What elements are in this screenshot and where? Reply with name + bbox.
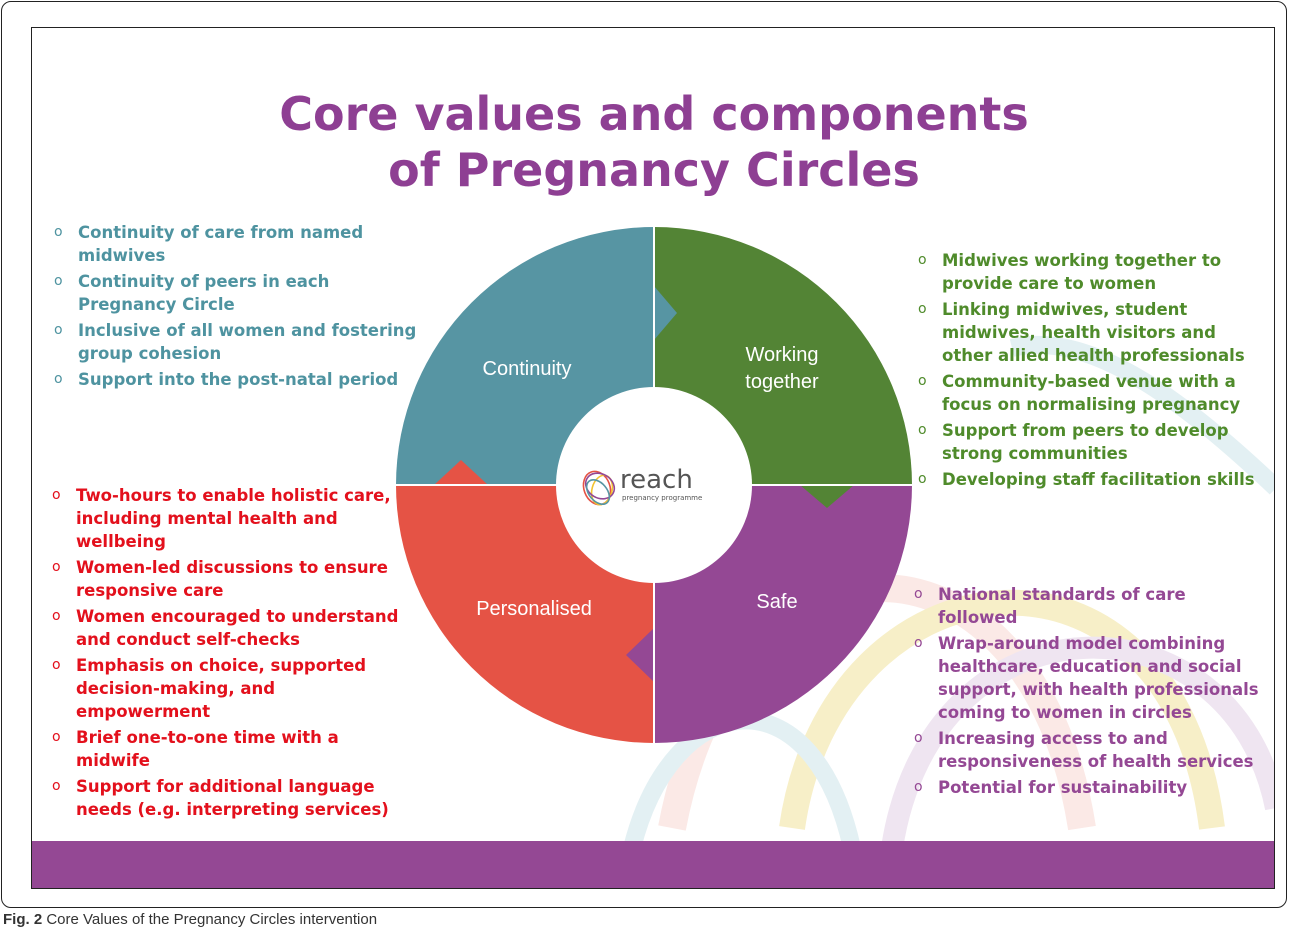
bottom-band xyxy=(32,841,1274,888)
bullet-circle-icon: o xyxy=(52,559,61,575)
bullet-circle-icon: o xyxy=(54,322,63,338)
bullet-circle-icon: o xyxy=(52,657,61,673)
title-line-2: of Pregnancy Circles xyxy=(388,143,920,197)
label-continuity: Continuity xyxy=(483,358,572,380)
bullet-circle-icon: o xyxy=(52,729,61,745)
label-working-line-1: Working xyxy=(746,344,819,366)
bullet-circle-icon: o xyxy=(918,471,927,487)
bullet-circle-icon: o xyxy=(52,778,61,794)
bullet-circle-icon: o xyxy=(918,373,927,389)
reach-logo-loops-icon xyxy=(582,470,616,506)
core-values-wheel: reach pregnancy programme Continuity Wor… xyxy=(396,227,912,743)
center-circle xyxy=(556,387,752,583)
bullet-circle-icon: o xyxy=(914,779,923,795)
slide-title: Core values and components of Pregnancy … xyxy=(32,86,1274,198)
label-working-line-2: together xyxy=(745,371,819,393)
bullet-circle-icon: o xyxy=(54,273,63,289)
arrow-personalised xyxy=(434,460,488,485)
bullet-circle-icon: o xyxy=(918,301,927,317)
arrow-working-together xyxy=(800,485,854,508)
bullet-circle-icon: o xyxy=(54,224,63,240)
title-line-1: Core values and components xyxy=(279,87,1029,141)
slide: Core values and components of Pregnancy … xyxy=(31,27,1275,889)
bullet-circle-icon: o xyxy=(914,586,923,602)
bullet-circle-icon: o xyxy=(918,252,927,268)
arrow-safe xyxy=(626,628,654,682)
figure-caption: Fig. 2 Core Values of the Pregnancy Circ… xyxy=(3,911,377,928)
figure-frame xyxy=(1,1,1287,908)
logo-word: reach xyxy=(620,465,693,495)
bullet-circle-icon: o xyxy=(914,635,923,651)
bullet-circle-icon: o xyxy=(52,608,61,624)
bullet-circle-icon: o xyxy=(52,487,61,503)
bullet-circle-icon: o xyxy=(914,730,923,746)
caption-label: Fig. 2 xyxy=(3,911,43,928)
arrow-continuity xyxy=(654,286,677,340)
reach-logo: reach pregnancy programme xyxy=(582,465,702,506)
label-safe: Safe xyxy=(756,591,797,613)
label-personalised: Personalised xyxy=(476,598,592,620)
bullet-circle-icon: o xyxy=(54,371,63,387)
logo-subtitle: pregnancy programme xyxy=(622,494,702,502)
bullet-circle-icon: o xyxy=(918,422,927,438)
caption-text: Core Values of the Pregnancy Circles int… xyxy=(42,911,378,928)
